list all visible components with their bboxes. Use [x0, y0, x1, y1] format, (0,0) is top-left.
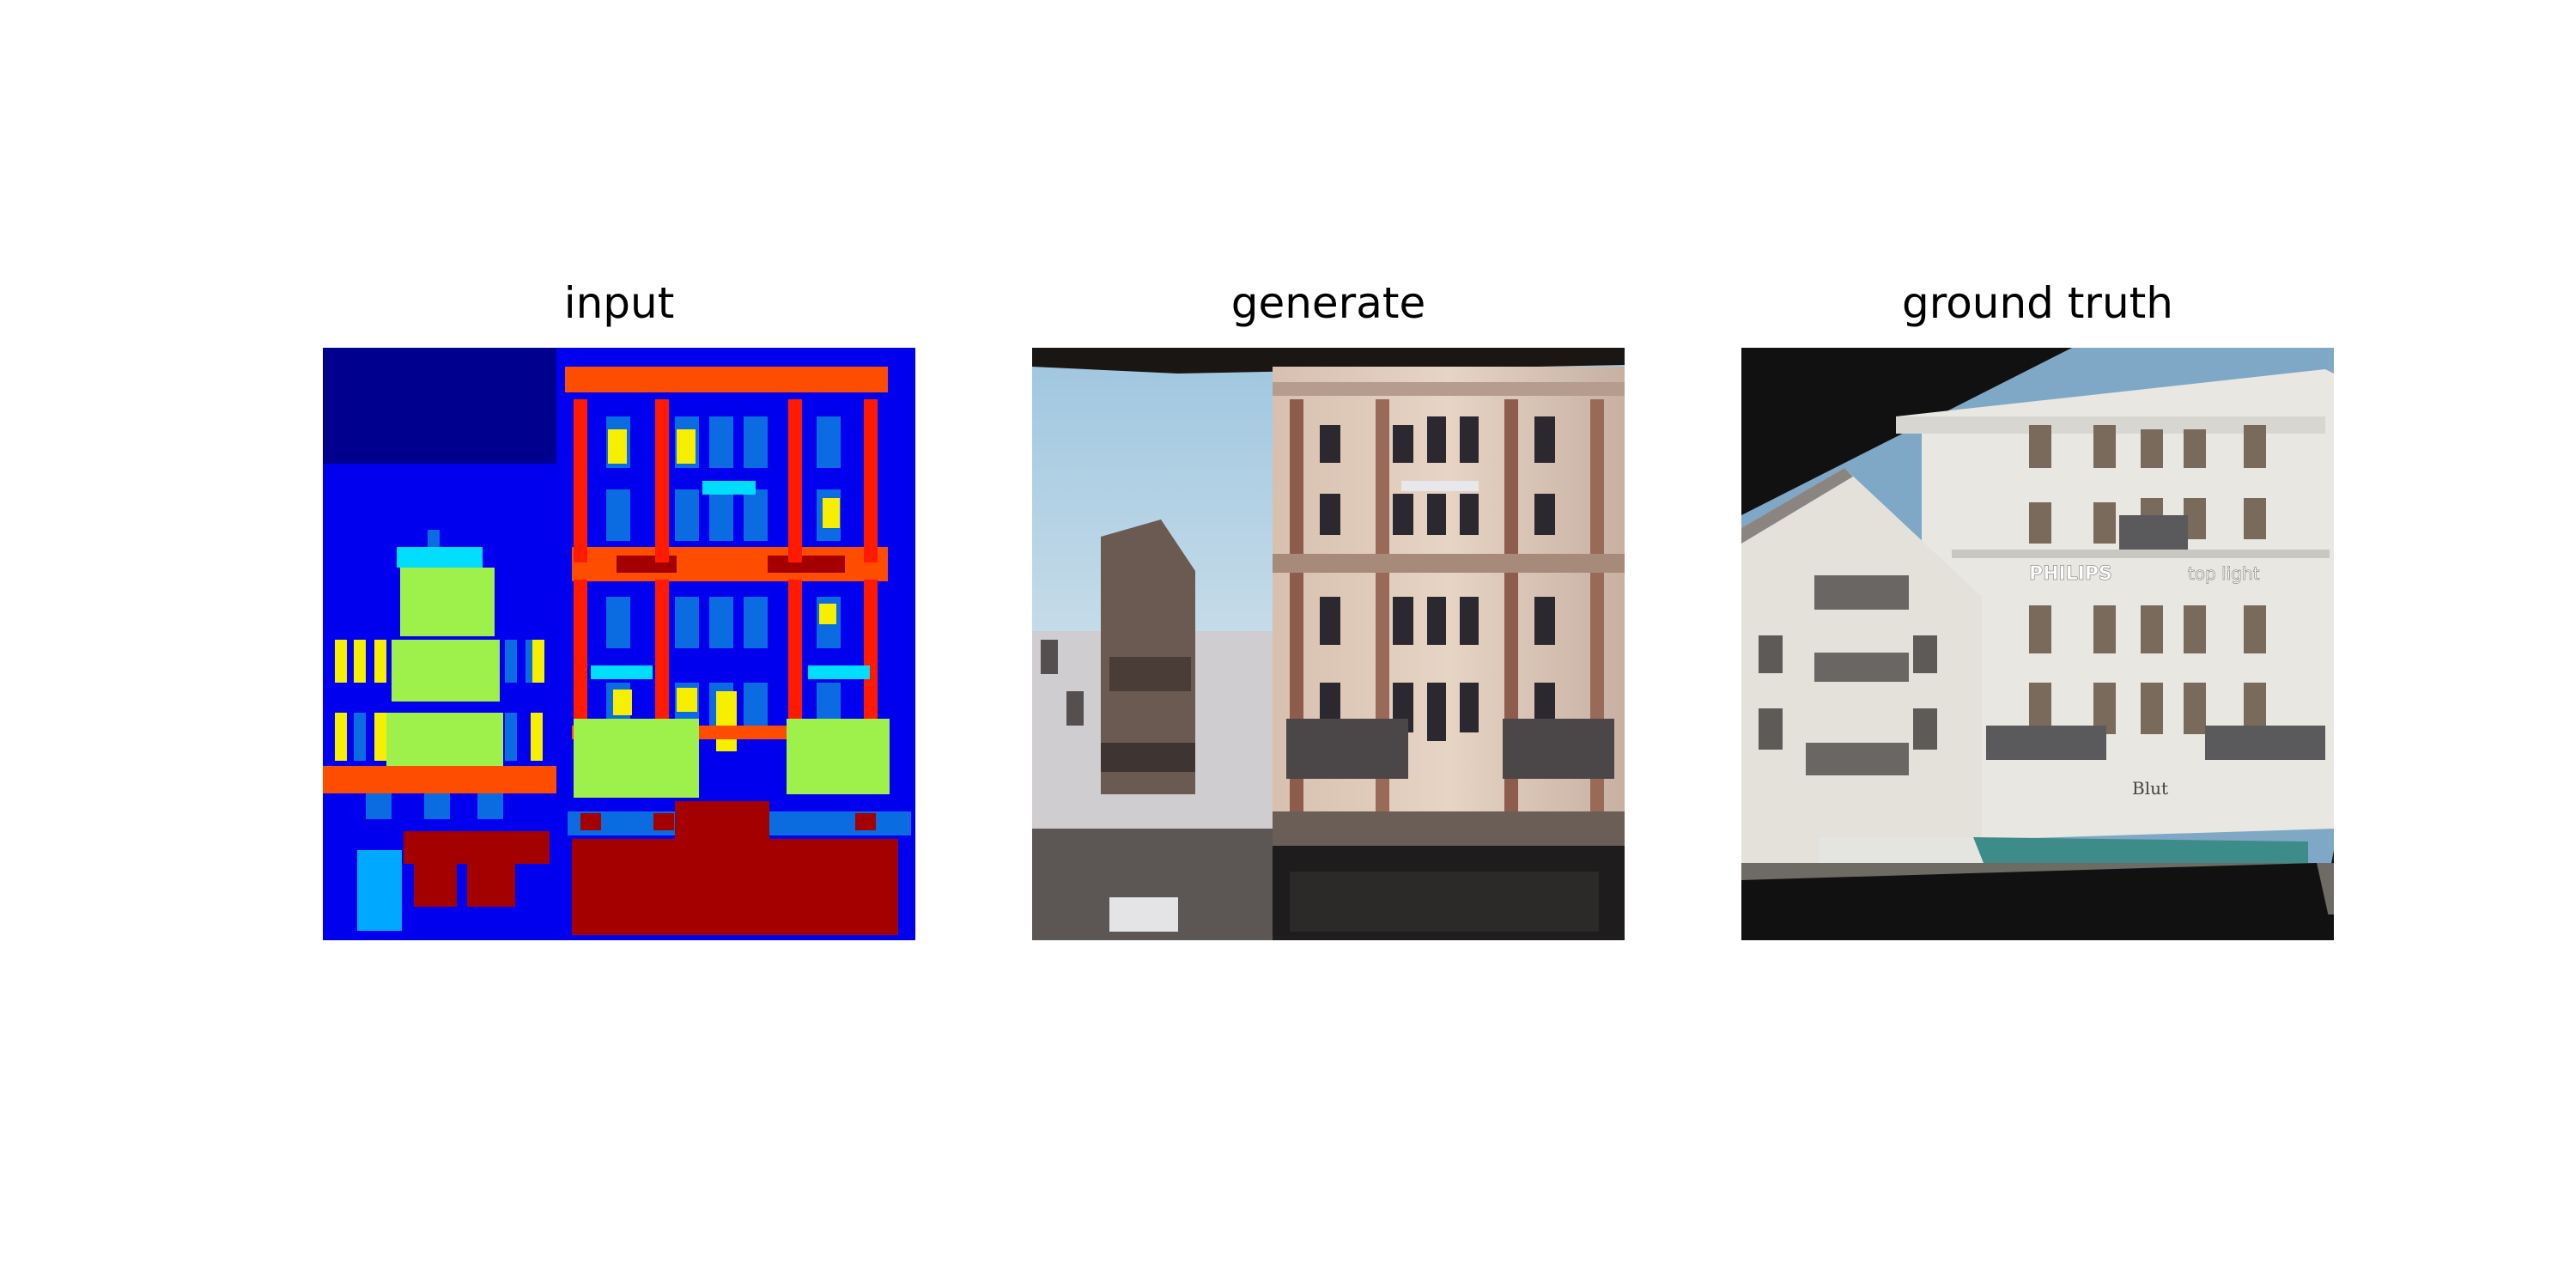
- panel-title-generate: generate: [1230, 278, 1426, 328]
- sign-philips: PHILIPS: [2029, 563, 2112, 585]
- generated-image: [1032, 348, 1625, 940]
- panel-title-ground-truth: ground truth: [1902, 278, 2173, 328]
- panel-title-input: input: [563, 278, 675, 328]
- ground-truth-image: PHILIPS top light Blut: [1741, 348, 2334, 940]
- sign-blut: Blut: [2132, 778, 2168, 799]
- sign-top-light: top light: [2188, 563, 2260, 584]
- input-label-map: [323, 348, 915, 940]
